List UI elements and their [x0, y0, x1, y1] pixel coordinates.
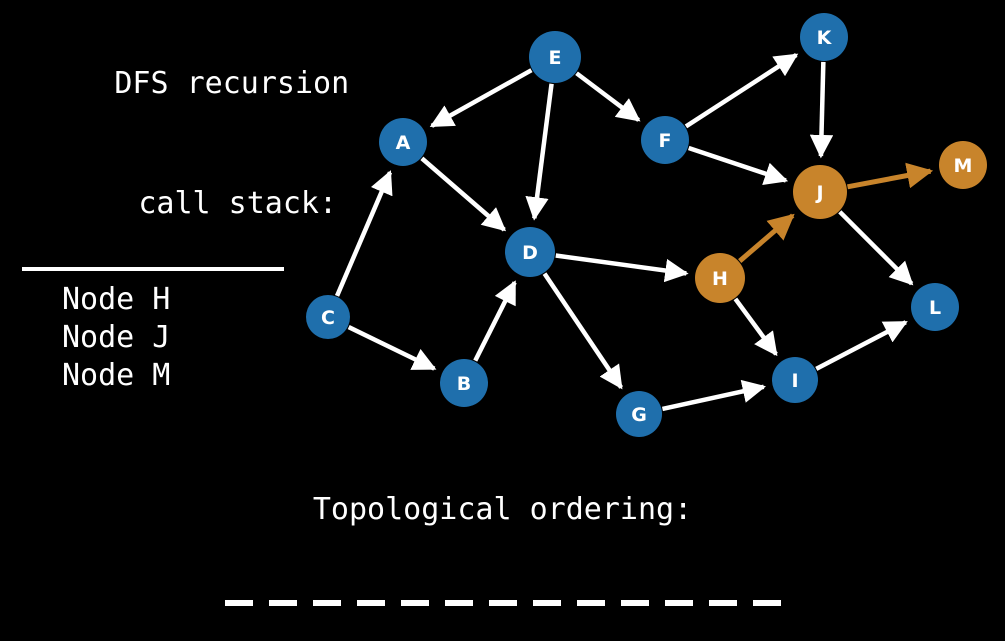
topological-slot — [701, 600, 745, 606]
graph-edge-f-to-j — [687, 145, 789, 185]
graph-edge-a-to-d — [420, 156, 507, 232]
call-stack-heading: DFS recursion — [0, 24, 349, 144]
graph-edge-h-to-i — [733, 297, 778, 357]
graph-edge-e-to-a — [429, 68, 533, 128]
call-stack-entry: Node M — [62, 358, 171, 393]
topological-slot — [569, 600, 613, 606]
node-circle — [800, 13, 848, 61]
topological-ordering-slots — [0, 600, 1005, 606]
graph-node-j[interactable]: J — [793, 165, 847, 219]
topological-slot-dash — [620, 600, 649, 606]
node-circle — [772, 357, 818, 403]
graph-edge-b-to-d — [473, 280, 517, 362]
topological-slot — [393, 600, 437, 606]
node-label: H — [712, 268, 728, 290]
topological-slot — [217, 600, 261, 606]
graph-edge-g-to-i — [661, 379, 767, 412]
directed-graph: A B C D E F G H I J K L M — [306, 13, 987, 437]
topological-slot-dash — [444, 600, 473, 606]
node-label: K — [817, 27, 833, 49]
graph-edge-j-to-l — [838, 210, 914, 286]
node-label: I — [791, 370, 798, 392]
graph-edge-i-to-l — [815, 320, 908, 371]
call-stack-heading-line1: DFS recursion — [114, 66, 350, 101]
graph-node-k[interactable]: K — [800, 13, 848, 61]
topological-slot — [745, 600, 789, 606]
topological-slot — [657, 600, 701, 606]
node-circle — [641, 116, 689, 164]
graph-edge-c-to-a — [334, 170, 393, 297]
topological-slot-dash — [576, 600, 605, 606]
topological-slot — [261, 600, 305, 606]
topological-slot-dash — [708, 600, 737, 606]
node-label: J — [814, 182, 823, 204]
call-stack-heading-line2: call stack: — [138, 186, 338, 221]
graph-node-b[interactable]: B — [440, 359, 488, 407]
graph-edge-e-to-d — [525, 83, 554, 221]
topological-slot-dash — [268, 600, 297, 606]
topological-slot-dash — [532, 600, 561, 606]
call-stack-heading-line2-wrap: call stack: — [0, 144, 337, 264]
graph-node-h[interactable]: H — [695, 253, 745, 303]
graph-node-c[interactable]: C — [306, 295, 350, 339]
node-label: L — [929, 297, 941, 319]
node-label: G — [631, 404, 647, 426]
topological-slot — [305, 600, 349, 606]
graph-edge-k-to-j — [809, 61, 834, 159]
node-circle — [505, 227, 555, 277]
topological-slot-dash — [356, 600, 385, 606]
node-label: C — [321, 307, 335, 329]
node-label: M — [954, 155, 973, 177]
graph-node-a[interactable]: A — [379, 118, 427, 166]
node-circle — [616, 391, 662, 437]
graph-node-l[interactable]: L — [911, 283, 959, 331]
graph-node-e[interactable]: E — [529, 31, 581, 83]
node-circle — [695, 253, 745, 303]
graph-node-i[interactable]: I — [772, 357, 818, 403]
topological-slot-dash — [752, 600, 781, 606]
call-stack-entry: Node H — [62, 282, 171, 317]
node-label: B — [457, 373, 471, 395]
graph-node-f[interactable]: F — [641, 116, 689, 164]
node-circle — [529, 31, 581, 83]
graph-edge-c-to-b — [347, 325, 437, 371]
node-circle — [911, 283, 959, 331]
graph-node-d[interactable]: D — [505, 227, 555, 277]
node-label: D — [522, 242, 538, 264]
topological-slot-dash — [312, 600, 341, 606]
node-circle — [306, 295, 350, 339]
topological-slot-dash — [224, 600, 253, 606]
topological-slot-dash — [488, 600, 517, 606]
node-circle — [793, 165, 847, 219]
graph-edge-h-to-j — [738, 213, 795, 263]
graph-edge-d-to-g — [542, 272, 624, 390]
graph-node-m[interactable]: M — [939, 141, 987, 189]
node-label: F — [659, 130, 672, 152]
topological-slot — [481, 600, 525, 606]
graph-edge-e-to-f — [575, 71, 641, 122]
topological-slot — [437, 600, 481, 606]
call-stack-entry: Node J — [62, 320, 171, 355]
graph-node-g[interactable]: G — [616, 391, 662, 437]
graph-edge-j-to-m — [847, 162, 934, 190]
topological-slot-dash — [400, 600, 429, 606]
graph-node-layer: A B C D E F G H I J K L M — [306, 13, 987, 437]
topological-slot — [349, 600, 393, 606]
topological-slot-dash — [664, 600, 693, 606]
topological-slot — [525, 600, 569, 606]
node-label: A — [396, 132, 411, 154]
node-circle — [939, 141, 987, 189]
graph-edge-layer — [334, 53, 934, 412]
node-label: E — [549, 47, 562, 69]
node-circle — [379, 118, 427, 166]
topological-slot — [613, 600, 657, 606]
call-stack-underline — [22, 267, 284, 271]
graph-edge-f-to-k — [684, 53, 799, 129]
node-circle — [440, 359, 488, 407]
topological-ordering-caption: Topological ordering: — [312, 492, 693, 527]
graph-edge-d-to-h — [555, 253, 689, 283]
